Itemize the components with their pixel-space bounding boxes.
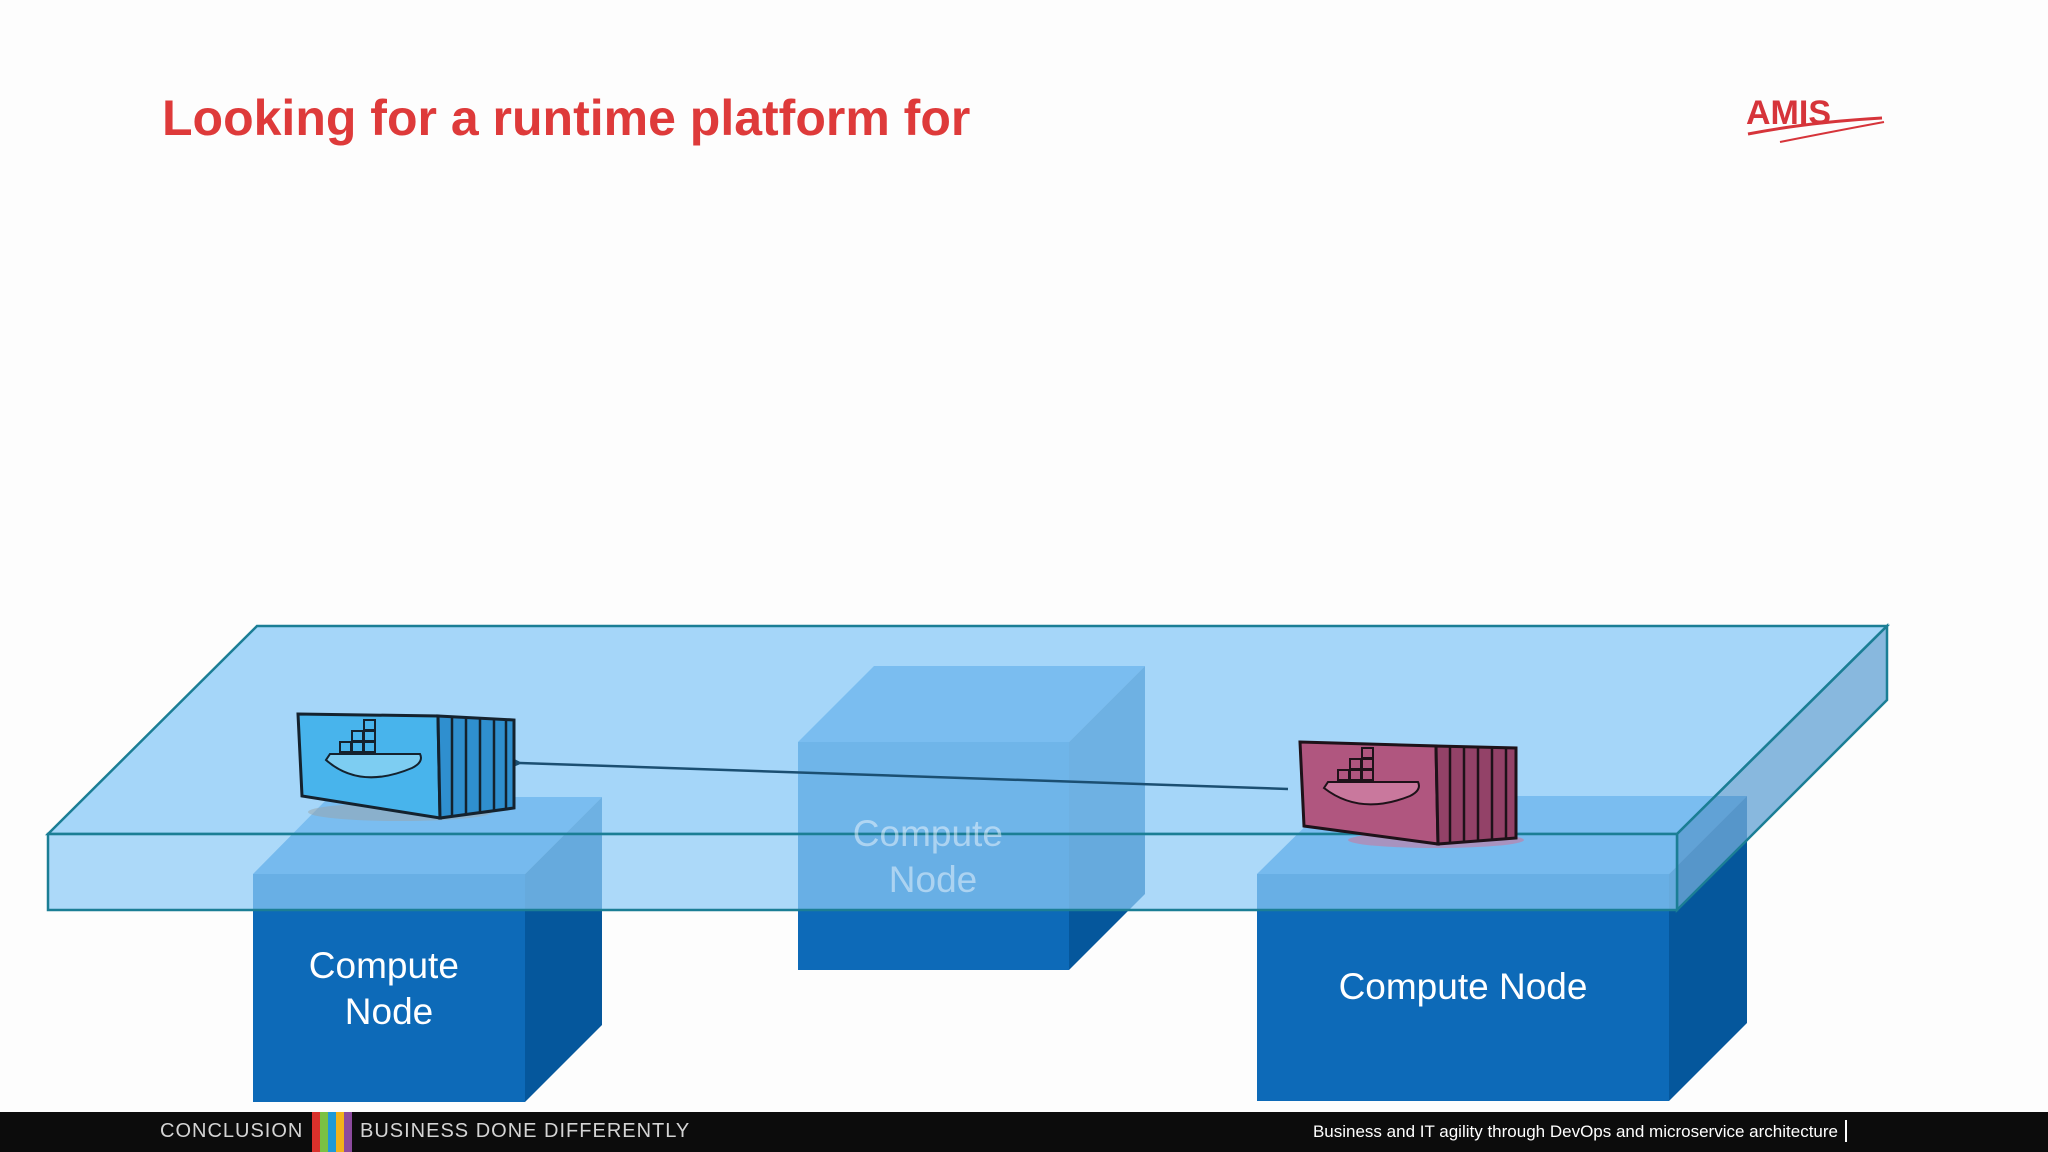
node-front-face [1257, 874, 1669, 1101]
footer-divider [1845, 1120, 1847, 1142]
compute-node-middle-label: Compute Node [853, 813, 1013, 900]
docker-whale-icon [1322, 747, 1420, 806]
stripe-yellow [336, 1112, 344, 1152]
compute-node-right-label: Compute Node [1339, 966, 1588, 1007]
container-blue [296, 712, 516, 821]
logo-swoosh-2 [1779, 121, 1885, 143]
amis-logo: AMIS [1746, 94, 1885, 143]
logo-swoosh [1747, 116, 1883, 136]
container-end [436, 714, 516, 820]
slide-title: Looking for a runtime platform for [162, 90, 971, 146]
container-end [1434, 744, 1518, 846]
footer-section-label: CONCLUSION [160, 1120, 304, 1142]
container-ribs [450, 718, 508, 816]
docker-whale-icon [324, 719, 422, 779]
footer-presentation-tagline: Business and IT agility through DevOps a… [1312, 1122, 1838, 1141]
container-pink [1298, 740, 1524, 848]
footer-color-stripes [312, 1112, 352, 1152]
node-front-face [253, 874, 525, 1102]
stripe-green [320, 1112, 328, 1152]
stripe-red [312, 1112, 320, 1152]
stripe-blue [328, 1112, 336, 1152]
stripe-purple [344, 1112, 352, 1152]
footer-bar: CONCLUSION BUSINESS DONE DIFFERENTLY Bus… [0, 1112, 2048, 1152]
footer-brand-tagline: BUSINESS DONE DIFFERENTLY [360, 1120, 691, 1142]
container-ribs [1448, 747, 1508, 843]
compute-node-left-label: Compute Node [309, 945, 469, 1032]
migration-arrow [489, 746, 1289, 791]
